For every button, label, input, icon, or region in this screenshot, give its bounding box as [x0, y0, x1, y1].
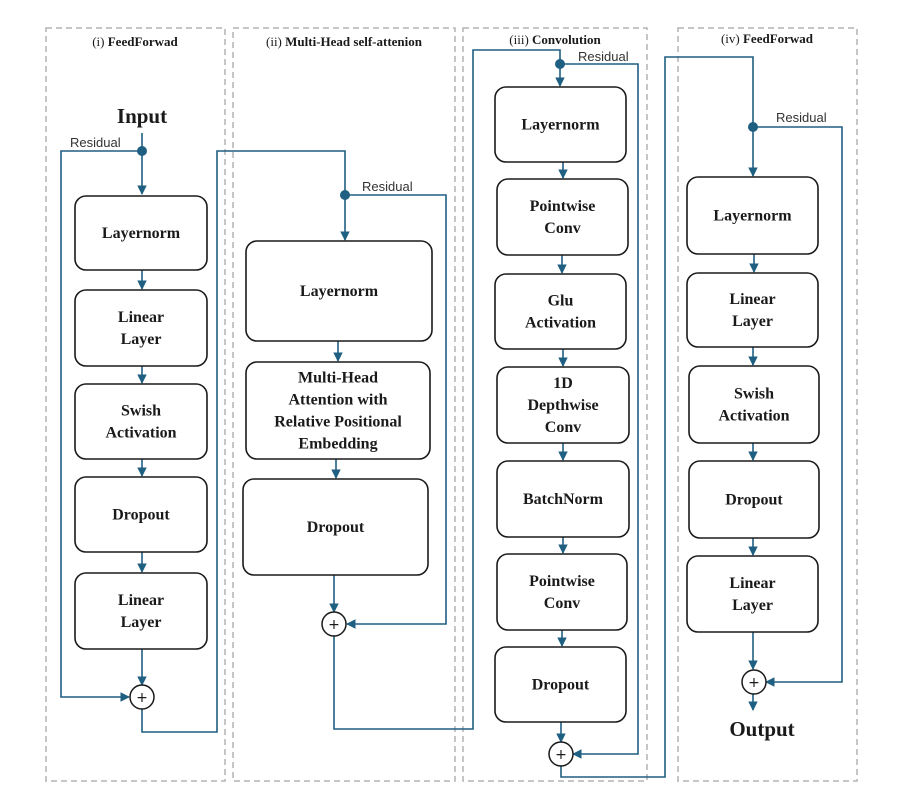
- block-box: [74, 383, 208, 460]
- block-label: Layernorm: [521, 117, 600, 134]
- panel-title-3: (iii) Convolution: [509, 32, 601, 47]
- block-box: [74, 195, 208, 271]
- residual-label-3: Residual: [578, 49, 629, 64]
- block-box: [496, 553, 628, 631]
- block-label: Dropout: [532, 677, 590, 694]
- block-box: [494, 646, 627, 723]
- block-box: [496, 178, 629, 256]
- add-node-2: +: [321, 611, 347, 637]
- panel-4-block-4: Dropout: [688, 460, 820, 539]
- block-box: [74, 476, 208, 553]
- residual-label-2: Residual: [362, 179, 413, 194]
- residual-label-4: Residual: [776, 110, 827, 125]
- panel-frame-3: [462, 27, 648, 782]
- block-box: [686, 176, 819, 255]
- svg-text:+: +: [748, 675, 760, 691]
- block-box: [74, 572, 208, 650]
- residual-split-dot-1: [137, 146, 147, 156]
- block-box: [686, 555, 819, 633]
- block-box: [245, 240, 433, 342]
- output-label: Output: [729, 717, 794, 741]
- block-box: [494, 86, 627, 163]
- block-label: BatchNorm: [523, 491, 604, 508]
- residual-split-dot-3: [555, 59, 565, 69]
- block-box: [688, 365, 820, 444]
- panel-title-4: (iv) FeedForwad: [721, 31, 814, 46]
- add-node-4: +: [741, 669, 767, 695]
- block-label: Layernorm: [102, 225, 181, 242]
- panel-2-block-1: Layernorm: [245, 240, 433, 342]
- block-box: [496, 460, 630, 538]
- block-label: Dropout: [725, 492, 783, 509]
- block-label: Dropout: [112, 507, 170, 524]
- block-box: [496, 366, 630, 444]
- add-node-1: +: [129, 684, 155, 710]
- block-box: [494, 273, 627, 350]
- residual-label-1: Residual: [70, 135, 121, 150]
- panel-3-block-5: BatchNorm: [496, 460, 630, 538]
- panel-frame-4: [677, 27, 858, 782]
- panel-4-block-1: Layernorm: [686, 176, 819, 255]
- block-box: [74, 289, 208, 367]
- block-box: [242, 478, 429, 576]
- panel-2-block-3: Dropout: [242, 478, 429, 576]
- svg-text:+: +: [328, 617, 340, 633]
- block-label: Layernorm: [300, 283, 379, 300]
- add-node-3: +: [548, 741, 574, 767]
- panel-frame-2: [232, 27, 456, 782]
- block-box: [688, 460, 820, 539]
- svg-text:+: +: [555, 747, 567, 763]
- panel-3-block-7: Dropout: [494, 646, 627, 723]
- svg-text:+: +: [136, 690, 148, 706]
- panel-3-block-1: Layernorm: [494, 86, 627, 163]
- input-label: Input: [117, 104, 167, 128]
- block-label: Layernorm: [713, 208, 792, 225]
- residual-split-dot-2: [340, 190, 350, 200]
- panel-title-1: (i) FeedForwad: [92, 34, 178, 49]
- panel-1-block-1: Layernorm: [74, 195, 208, 271]
- block-label: Dropout: [307, 519, 365, 536]
- block-box: [686, 272, 819, 348]
- panel-1-block-4: Dropout: [74, 476, 208, 553]
- residual-split-dot-4: [748, 122, 758, 132]
- panel-title-2: (ii) Multi-Head self-attenion: [266, 34, 423, 49]
- panel-frame-1: [45, 27, 226, 782]
- block-box: [245, 361, 431, 460]
